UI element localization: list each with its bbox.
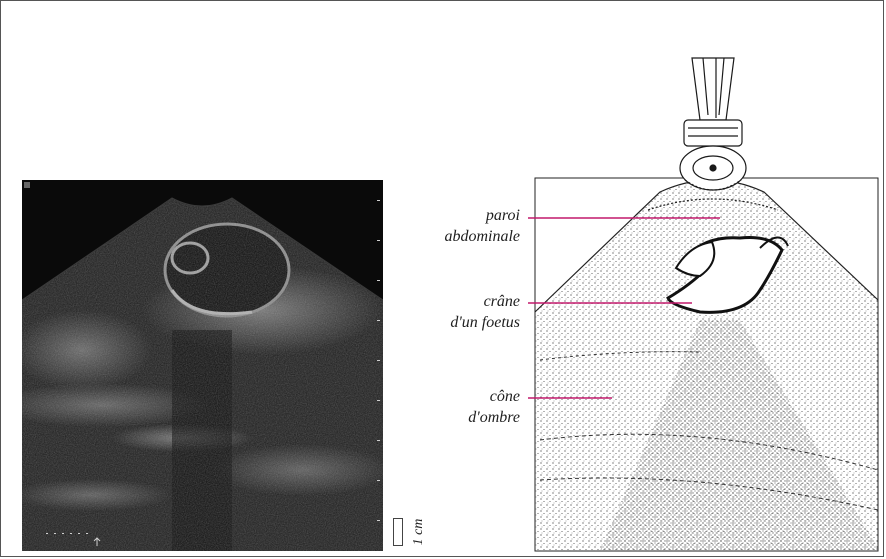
scale-bar — [393, 518, 403, 546]
schematic-drawing — [410, 50, 880, 555]
ultrasound-image — [22, 180, 383, 551]
transducer-icon — [680, 58, 746, 190]
